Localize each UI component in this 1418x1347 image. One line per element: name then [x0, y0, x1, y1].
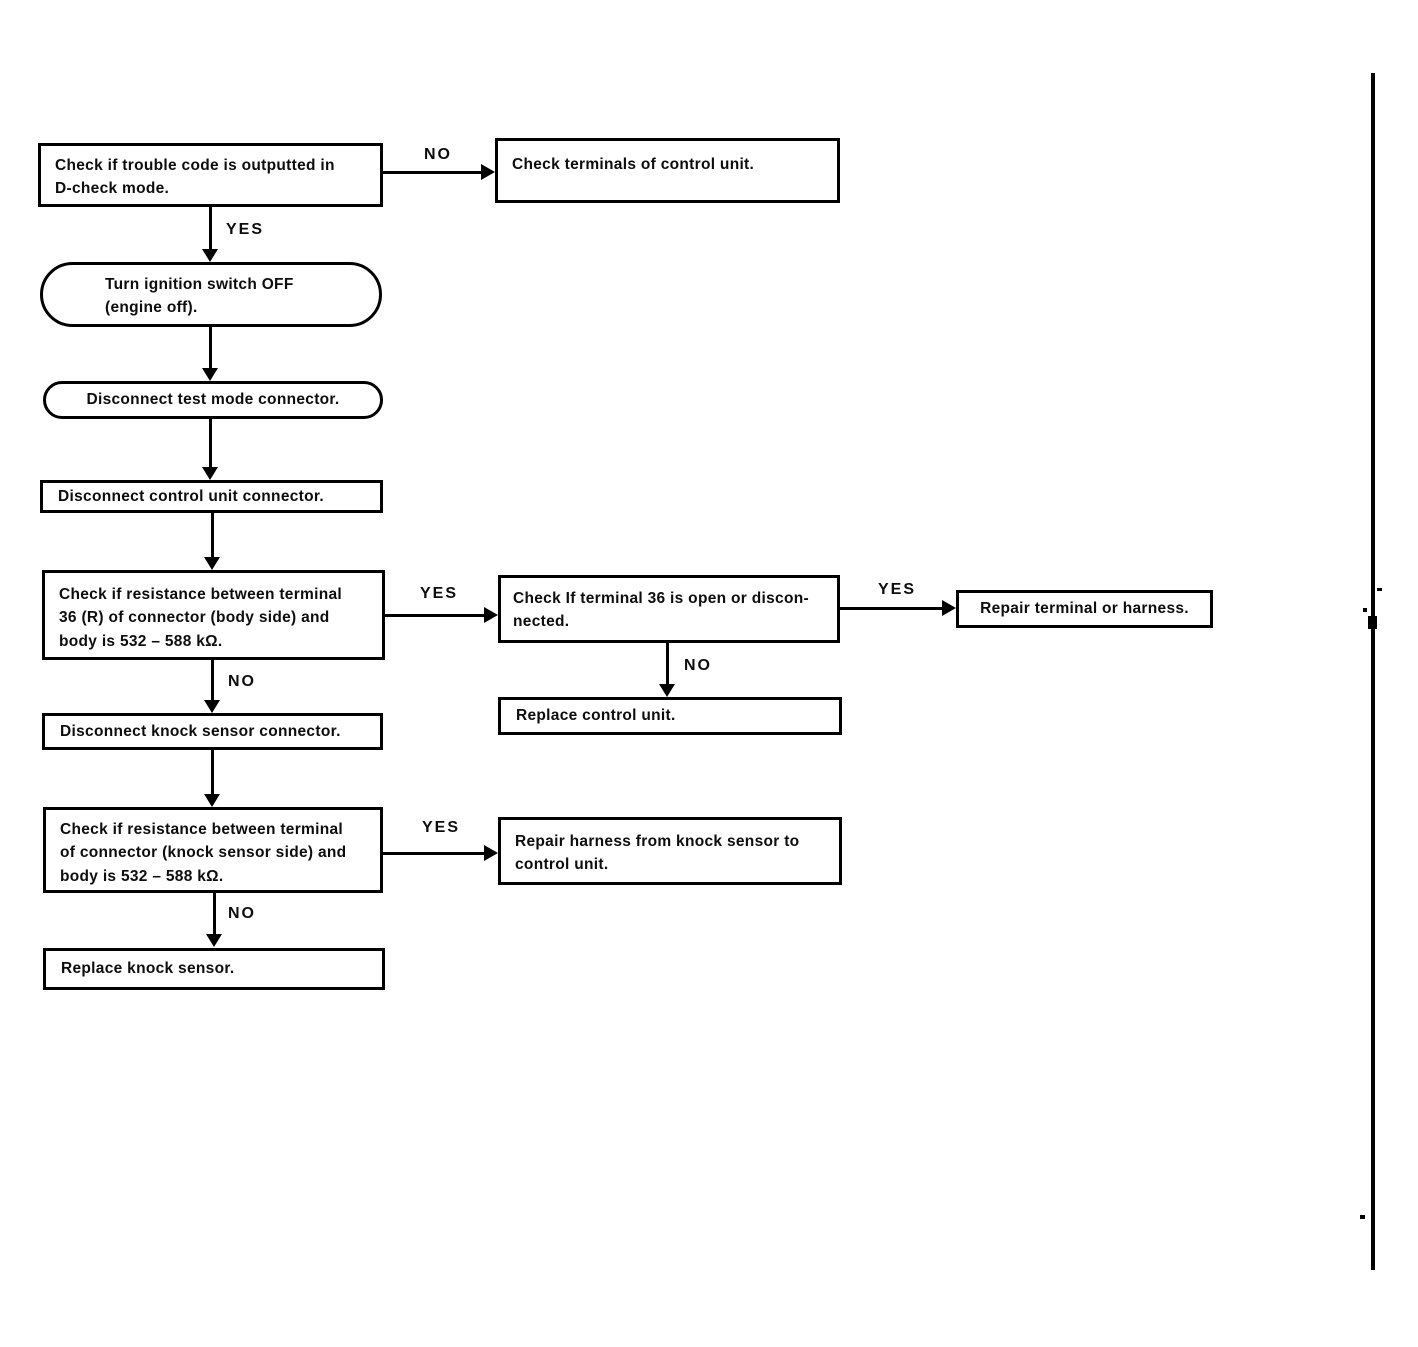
- flow-node-repair-terminal-or-harness: Repair terminal or harness.: [956, 590, 1213, 628]
- node-text-line: D-check mode.: [55, 180, 170, 198]
- scan-artifact: [1368, 616, 1377, 629]
- node-text-line: control unit.: [515, 856, 609, 874]
- node-text-line: body is 532 – 588 kΩ.: [60, 867, 224, 885]
- flow-node-check-resistance-sensor-side: Check if resistance between terminal of …: [43, 807, 383, 893]
- arrowhead-right-icon: [484, 607, 498, 623]
- scan-artifact: [1377, 588, 1382, 591]
- flow-node-disconnect-test-mode: Disconnect test mode connector.: [43, 381, 383, 419]
- edge-label-no: NO: [228, 673, 256, 690]
- flow-node-repair-harness-knock-sensor: Repair harness from knock sensor to cont…: [498, 817, 842, 885]
- node-text-line: Replace control unit.: [516, 707, 676, 725]
- edge-label-no: NO: [228, 905, 256, 922]
- arrowhead-down-icon: [204, 700, 220, 713]
- flow-node-check-terminals: Check terminals of control unit.: [495, 138, 840, 203]
- arrowhead-down-icon: [206, 934, 222, 947]
- arrowhead-down-icon: [204, 557, 220, 570]
- node-text-line: Repair terminal or harness.: [980, 600, 1189, 618]
- node-text-line: (engine off).: [105, 299, 198, 317]
- node-text-line: Repair harness from knock sensor to: [515, 833, 800, 850]
- edge-line-yes-to-repair-terminal: [840, 607, 943, 610]
- flow-node-replace-knock-sensor: Replace knock sensor.: [43, 948, 385, 990]
- arrowhead-right-icon: [942, 600, 956, 616]
- flow-node-check-trouble-code: Check if trouble code is outputted in D-…: [38, 143, 383, 207]
- flow-node-check-terminal-36-open: Check If terminal 36 is open or discon- …: [498, 575, 840, 643]
- flow-node-replace-control-unit: Replace control unit.: [498, 697, 842, 735]
- node-text-line: body is 532 – 588 kΩ.: [59, 632, 223, 650]
- node-text-line: Check if resistance between terminal: [59, 586, 343, 603]
- node-text-line: Disconnect control unit connector.: [58, 487, 324, 505]
- node-text-line: of connector (knock sensor side) and: [60, 844, 347, 862]
- arrowhead-down-icon: [202, 467, 218, 480]
- scan-artifact: [1363, 608, 1367, 612]
- edge-line-to-disconnect-control-unit: [209, 418, 212, 467]
- edge-label-yes: YES: [878, 581, 917, 598]
- flow-node-disconnect-control-unit: Disconnect control unit connector.: [40, 480, 383, 513]
- flow-node-check-resistance-body-side: Check if resistance between terminal 36 …: [42, 570, 385, 660]
- arrowhead-down-icon: [202, 368, 218, 381]
- flow-node-turn-ignition-off: Turn ignition switch OFF (engine off).: [40, 262, 382, 327]
- arrowhead-right-icon: [481, 164, 495, 180]
- node-text-line: Check if resistance between terminal: [60, 821, 344, 838]
- node-text-line: Disconnect knock sensor connector.: [60, 722, 341, 740]
- scan-artifact: [1360, 1215, 1365, 1219]
- edge-label-yes: YES: [226, 221, 265, 238]
- arrowhead-down-icon: [202, 249, 218, 262]
- edge-line-to-disconnect-test-mode: [209, 326, 212, 369]
- node-text-line: Replace knock sensor.: [61, 960, 235, 978]
- node-text-line: Check terminals of control unit.: [512, 156, 755, 173]
- edge-line-no-to-check-terminals: [383, 171, 482, 174]
- edge-label-yes: YES: [422, 819, 461, 836]
- edge-line-no-to-replace-knock-sensor: [213, 893, 216, 935]
- node-text-line: Check if trouble code is outputted in: [55, 157, 335, 174]
- node-text-line: Check If terminal 36 is open or discon-: [513, 590, 809, 607]
- edge-line-to-check-resistance-body: [211, 512, 214, 557]
- arrowhead-down-icon: [204, 794, 220, 807]
- arrowhead-right-icon: [484, 845, 498, 861]
- edge-line-yes-to-repair-harness: [383, 852, 486, 855]
- node-text-line: nected.: [513, 613, 570, 631]
- arrowhead-down-icon: [659, 684, 675, 697]
- node-text-line: Turn ignition switch OFF: [105, 276, 294, 293]
- edge-line-to-check-resistance-sensor: [211, 750, 214, 795]
- edge-line-no-to-replace-control-unit: [666, 643, 669, 685]
- edge-line-no-to-disconnect-knock-sensor: [211, 660, 214, 701]
- edge-label-no: NO: [684, 657, 712, 674]
- edge-line-yes-to-turn-ignition: [209, 207, 212, 250]
- edge-label-yes: YES: [420, 585, 459, 602]
- edge-label-no: NO: [424, 146, 452, 163]
- page-edge-line: [1371, 73, 1375, 1270]
- node-text-line: Disconnect test mode connector.: [86, 391, 340, 409]
- flow-node-disconnect-knock-sensor: Disconnect knock sensor connector.: [42, 713, 383, 750]
- edge-line-yes-to-check-terminal-36: [385, 614, 485, 617]
- node-text-line: 36 (R) of connector (body side) and: [59, 609, 330, 627]
